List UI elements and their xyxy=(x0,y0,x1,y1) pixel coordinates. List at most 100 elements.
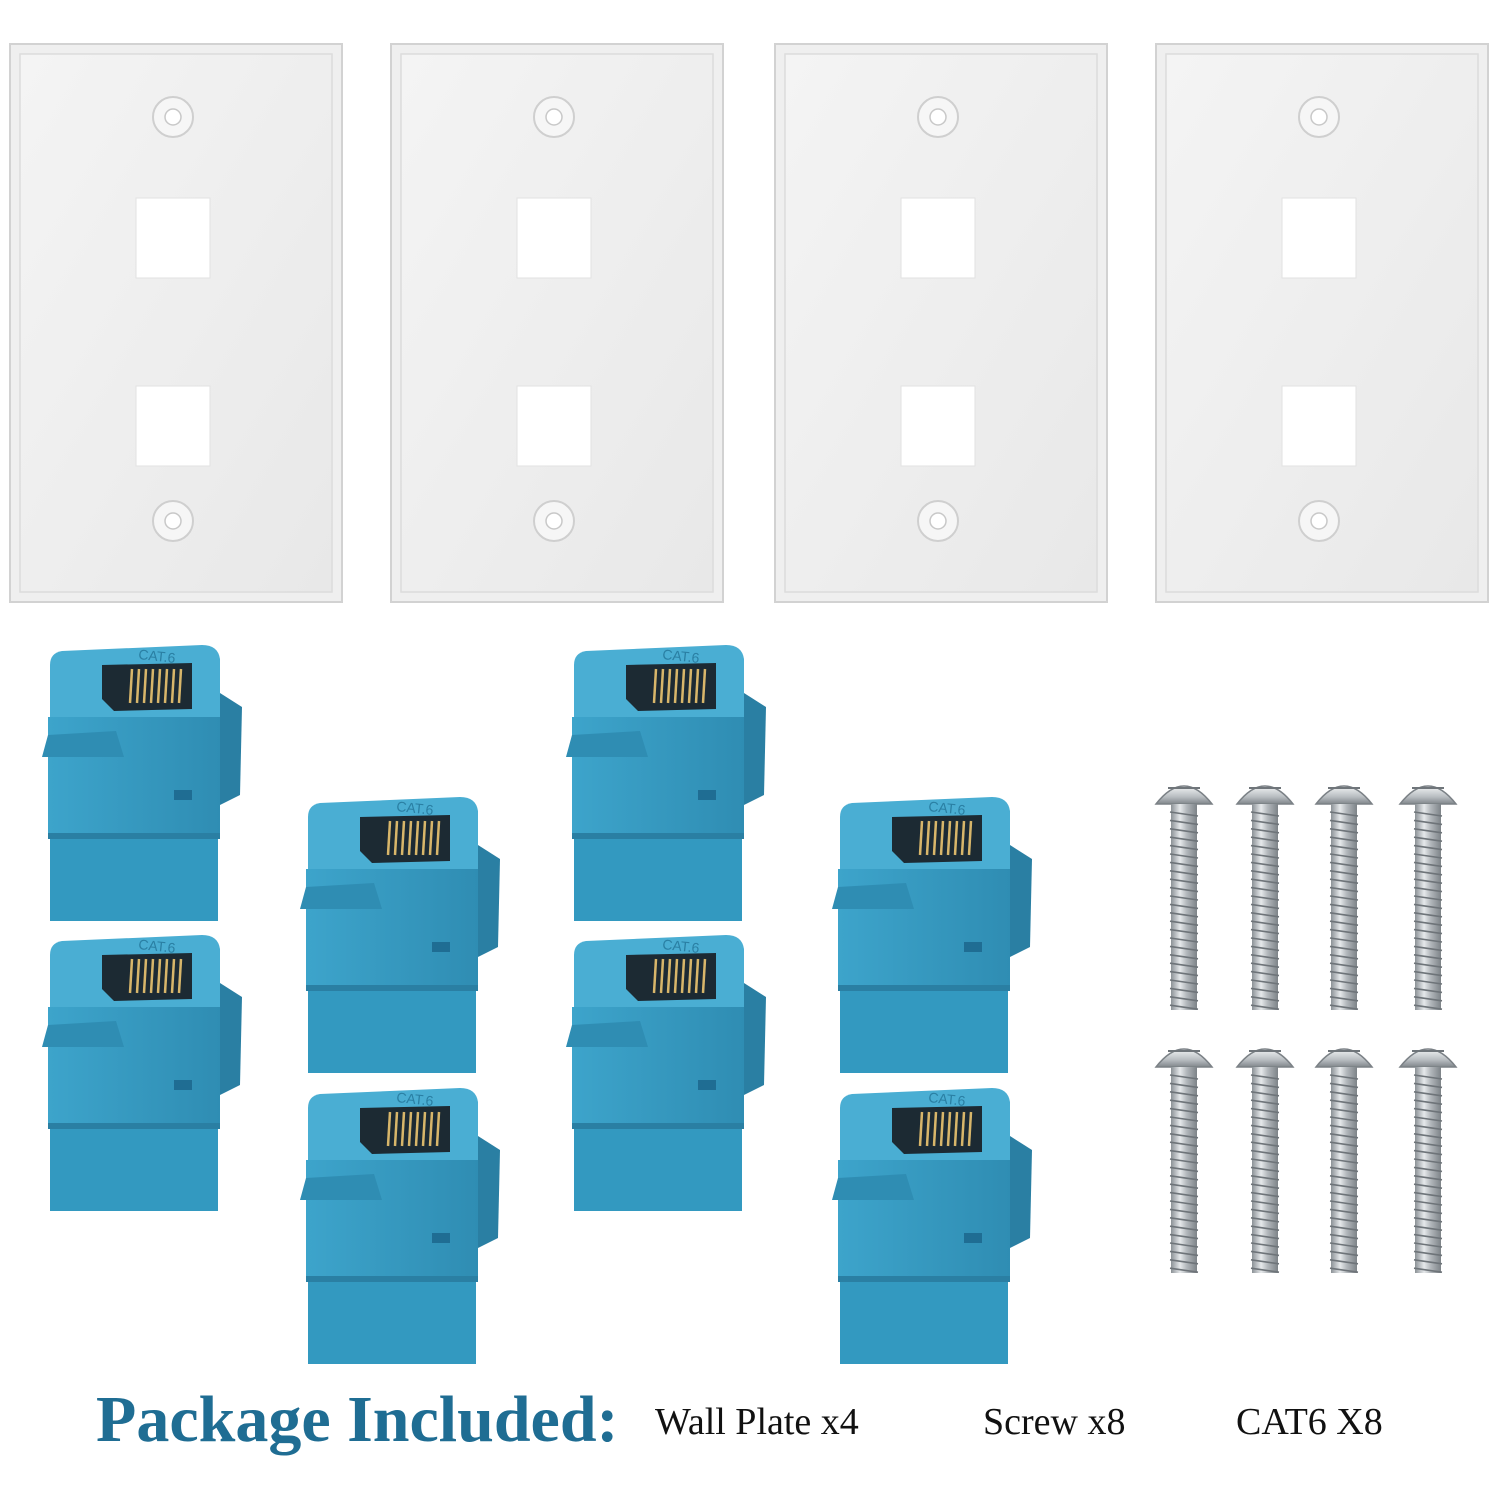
screw-thread xyxy=(1250,886,1280,893)
screw-thread xyxy=(1250,987,1280,994)
rj45-pin xyxy=(170,668,176,704)
keystone-lower xyxy=(308,1282,476,1364)
rj45-pin xyxy=(701,668,707,704)
keystone-flap xyxy=(42,1021,124,1047)
keystone-flap xyxy=(42,731,124,757)
rj45-pin xyxy=(163,958,169,994)
screw-thread xyxy=(1169,1004,1199,1010)
screw-head xyxy=(1398,1048,1458,1068)
screw-hole-center xyxy=(164,512,182,530)
screws xyxy=(1154,785,1458,1273)
screw-thread xyxy=(1250,1175,1280,1181)
rj45-pin xyxy=(435,820,441,856)
screw-hole-center xyxy=(929,512,947,530)
rj45-port xyxy=(102,953,192,1001)
screw-thread xyxy=(1329,979,1359,985)
keystone-seam xyxy=(48,833,220,839)
keystone-flap xyxy=(566,1021,648,1047)
screw-thread xyxy=(1250,870,1280,876)
screw-thread xyxy=(1413,828,1443,834)
screw-head xyxy=(1235,1048,1295,1068)
screw-thread xyxy=(1413,853,1443,859)
keystone-latch xyxy=(1010,1136,1032,1248)
rj45-pin xyxy=(421,1111,427,1147)
package-caption: Package Included: Wall Plate x4 Screw x8… xyxy=(0,1380,1497,1460)
rj45-port xyxy=(360,815,450,863)
keystone-label: CAT.6 xyxy=(928,1089,967,1109)
keystone-lower xyxy=(50,1129,218,1211)
screw-thread xyxy=(1329,870,1359,876)
screw-thread xyxy=(1250,1233,1280,1240)
rj45-pin xyxy=(939,820,945,856)
screw-thread xyxy=(1329,962,1359,968)
rj45-pin xyxy=(135,958,141,994)
screw-thread xyxy=(1250,1158,1280,1164)
rj45-pin xyxy=(673,668,679,704)
rj45-pin xyxy=(953,1111,959,1147)
screw-thread xyxy=(1329,1259,1359,1265)
screw-thread xyxy=(1169,1099,1199,1105)
screw-thread xyxy=(1329,970,1359,977)
screw-thread xyxy=(1169,870,1199,876)
screw-thread xyxy=(1413,987,1443,994)
screw xyxy=(1154,1048,1214,1273)
screw-thread xyxy=(1169,1217,1199,1223)
screw-thread xyxy=(1329,1208,1359,1215)
screw-thread xyxy=(1413,1225,1443,1231)
screw-thread xyxy=(1413,1191,1443,1198)
rj45-pin xyxy=(407,1111,413,1147)
screw-thread xyxy=(1329,903,1359,910)
keystone-seam xyxy=(838,985,1010,991)
screw-thread xyxy=(1169,970,1199,977)
screw-thread xyxy=(1413,1208,1443,1215)
screw-thread xyxy=(1413,912,1443,918)
screw-thread xyxy=(1329,1233,1359,1240)
screw-thread xyxy=(1413,886,1443,893)
rj45-pin xyxy=(393,820,399,856)
rj45-pin xyxy=(687,958,693,994)
screw-thread xyxy=(1413,1124,1443,1131)
screw-thread xyxy=(1250,1200,1280,1206)
rj45-pin xyxy=(925,820,931,856)
screw-thread xyxy=(1329,1217,1359,1223)
screw-thread xyxy=(1250,903,1280,910)
rj45-port xyxy=(102,663,192,711)
screw-thread xyxy=(1169,853,1199,859)
keystone-jack: CAT.6 xyxy=(832,1088,1032,1364)
rj45-port xyxy=(360,1106,450,1154)
keystone-slot xyxy=(174,1080,192,1090)
screw-thread xyxy=(1169,920,1199,926)
keystone-label: CAT.6 xyxy=(662,936,701,956)
screw-thread xyxy=(1250,853,1280,859)
keystone-lower xyxy=(308,991,476,1073)
rj45-pin xyxy=(386,1111,392,1147)
screw-thread xyxy=(1413,1141,1443,1147)
screw-thread xyxy=(1169,1250,1199,1257)
rj45-pin xyxy=(170,958,176,994)
screw-thread xyxy=(1413,1099,1443,1105)
rj45-pin xyxy=(939,1111,945,1147)
screw-thread xyxy=(1169,1116,1199,1122)
screw-thread xyxy=(1169,895,1199,901)
screw-thread xyxy=(1329,928,1359,935)
screw-thread xyxy=(1250,1166,1280,1173)
screw-thread xyxy=(1329,1082,1359,1089)
screw-thread xyxy=(1413,811,1443,817)
screw-thread xyxy=(1250,828,1280,834)
screw-thread xyxy=(1329,1242,1359,1248)
caption-title: Package Included: xyxy=(96,1383,619,1456)
wall-plate xyxy=(390,43,724,603)
rj45-pin xyxy=(128,668,134,704)
keystone-slot xyxy=(432,1233,450,1243)
screw-thread xyxy=(1329,1074,1359,1080)
screw-thread xyxy=(1250,920,1280,926)
rj45-pin xyxy=(393,1111,399,1147)
screw-thread xyxy=(1329,819,1359,826)
screw-thread xyxy=(1329,1267,1359,1273)
screw-thread xyxy=(1329,844,1359,851)
rj45-pin xyxy=(386,820,392,856)
screw-thread xyxy=(1413,1217,1443,1223)
screw-thread xyxy=(1413,937,1443,943)
wall-plate xyxy=(9,43,343,603)
keystone-jack: CAT.6 xyxy=(300,797,500,1073)
